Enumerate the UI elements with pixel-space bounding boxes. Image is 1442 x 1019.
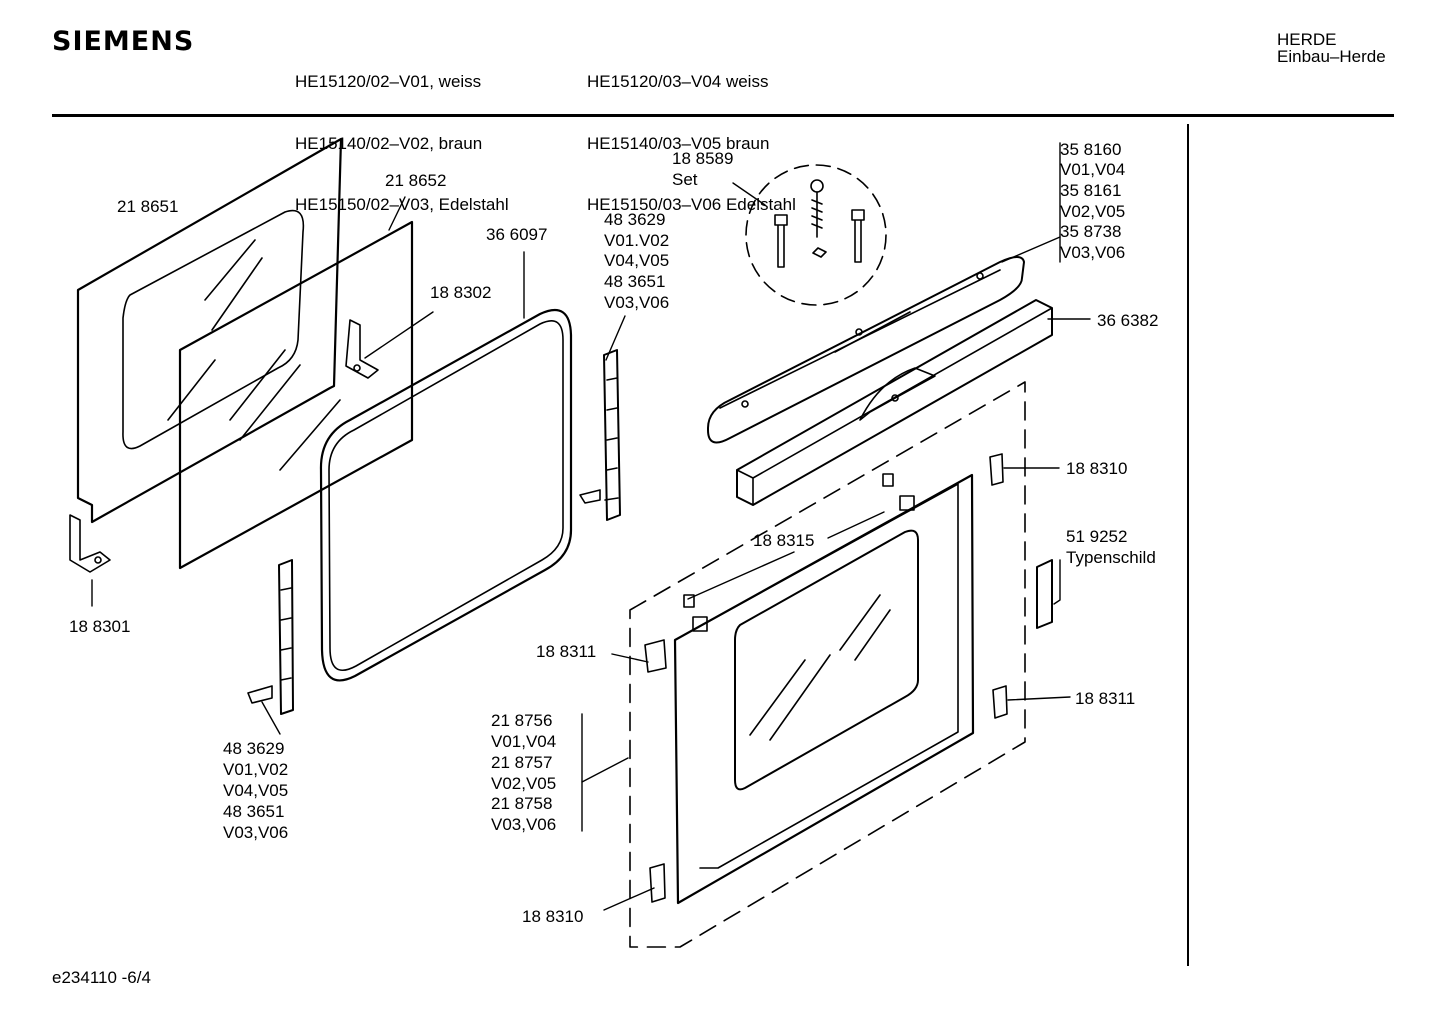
model-line: HE15140/02–V02, braun <box>295 133 483 153</box>
side-column-rule <box>1187 124 1189 966</box>
model-list-right: HE15120/03–V04 weiss HE15140/03–V05 brau… <box>587 31 796 236</box>
variant-label: V04,V05 <box>604 251 669 270</box>
part-number-label: 18 8311 <box>1075 689 1135 708</box>
part-number-label: 48 3629 <box>223 739 284 758</box>
model-line: HE15120/02–V01, weiss <box>295 72 482 91</box>
part-number-label: 35 8160 <box>1060 140 1121 159</box>
part-number-label: 21 8756 <box>491 711 552 730</box>
drawing-code: e234110 -6/4 <box>52 968 151 987</box>
part-number-label: 21 8757 <box>491 753 552 772</box>
part-number-label: 21 8652 <box>385 171 446 190</box>
part-number-label: 51 9252 <box>1066 527 1127 546</box>
model-line: HE15150/03–V06 Edelstahl <box>587 195 796 214</box>
part-labels: 21 8651 21 8652 36 6097 18 8302 18 8301 … <box>69 140 1158 926</box>
outer-door-panel-part <box>673 473 975 905</box>
part-number-label: 18 8589 <box>672 149 733 168</box>
variant-label: V01,V02 <box>223 760 288 779</box>
model-line: HE15140/03–V05 braun <box>587 133 770 153</box>
category-line: Einbau–Herde <box>1277 47 1386 66</box>
bracket-18-8301-part <box>69 514 111 573</box>
part-number-label: 36 6382 <box>1097 311 1158 330</box>
brand-logo: SIEMENS <box>52 26 195 57</box>
type-plate-part <box>1036 559 1053 629</box>
part-number-label: 18 8301 <box>69 617 130 636</box>
type-plate-label: Typenschild <box>1066 548 1156 567</box>
part-number-label: 18 8310 <box>1066 459 1127 478</box>
door-hinge-bottom-part <box>247 559 294 715</box>
variant-label: V03,V06 <box>1060 243 1125 262</box>
set-label: Set <box>672 170 698 189</box>
bracket-18-8302-part <box>345 319 379 379</box>
variant-label: V01,V04 <box>1060 160 1125 179</box>
part-number-label: 35 8738 <box>1060 222 1121 241</box>
door-hinge-top-part <box>579 349 621 521</box>
part-number-label: 21 8758 <box>491 794 552 813</box>
part-number-label: 18 8311 <box>536 642 596 661</box>
part-number-label: 18 8310 <box>522 907 583 926</box>
variant-label: V01.V02 <box>604 231 669 250</box>
category-label: HERDE Einbau–Herde <box>1277 31 1386 65</box>
part-number-label: 48 3651 <box>604 272 665 291</box>
leader-lines <box>91 142 1091 911</box>
part-number-label: 48 3629 <box>604 210 665 229</box>
screw-set-part <box>745 164 887 306</box>
variant-label: V01,V04 <box>491 732 556 751</box>
variant-label: V03,V06 <box>491 815 556 834</box>
header-rule <box>52 114 1394 117</box>
clip-part <box>644 453 1008 903</box>
part-number-label: 18 8315 <box>753 531 814 550</box>
variant-label: V02,V05 <box>1060 202 1125 221</box>
inner-glass-pane-part <box>76 137 343 524</box>
variant-label: V03,V06 <box>604 293 669 312</box>
glass-pane-part <box>178 220 414 570</box>
part-number-label: 21 8651 <box>117 197 178 216</box>
door-handle-part <box>707 256 1025 444</box>
category-line: HERDE <box>1277 30 1337 49</box>
part-number-label: 36 6097 <box>486 225 547 244</box>
door-gasket-part <box>319 308 573 682</box>
outer-door-envelope <box>629 381 1026 948</box>
variant-label: V04,V05 <box>223 781 288 800</box>
variant-label: V03,V06 <box>223 823 288 842</box>
part-number-label: 18 8302 <box>430 283 491 302</box>
model-line: HE15120/03–V04 weiss <box>587 72 769 91</box>
handle-bar-36-6382-part <box>736 299 1053 506</box>
part-number-label: 48 3651 <box>223 802 284 821</box>
variant-label: V02,V05 <box>491 774 556 793</box>
part-number-label: 35 8161 <box>1060 181 1121 200</box>
